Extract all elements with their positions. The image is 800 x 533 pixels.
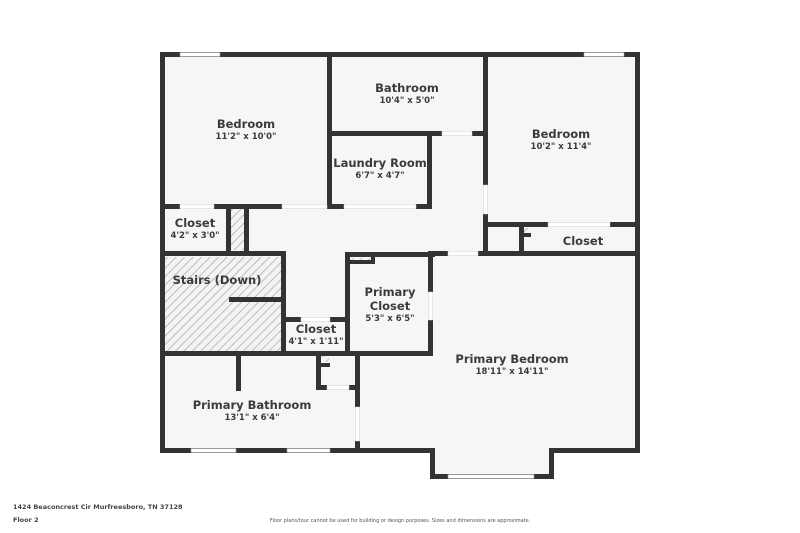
- room-name: Stairs (Down): [172, 273, 262, 287]
- room-dimensions: 4'2" x 3'0": [170, 231, 220, 241]
- windows: [179, 52, 625, 479]
- disclaimer: Floor plans/tour cannot be used for buil…: [269, 518, 531, 524]
- door-openings: [179, 131, 611, 442]
- room-name: Closet: [295, 322, 337, 336]
- room-closet-ne: Closet: [563, 234, 603, 248]
- room-primary-closet: Primary Closet 5'3" x 6'5": [365, 285, 416, 325]
- room-name: Primary Bathroom: [192, 398, 312, 412]
- room-dimensions: 10'4" x 5'0": [379, 96, 435, 106]
- room-primary-bedroom: Primary Bedroom 18'11" x 14'11": [455, 352, 568, 378]
- room-name: Closet: [369, 299, 411, 313]
- room-closet-small: Closet 4'1" x 1'11": [288, 322, 343, 348]
- room-dimensions: 5'3" x 6'5": [365, 314, 415, 324]
- room-bathroom: Bathroom 10'4" x 5'0": [375, 81, 439, 107]
- room-stairs: Stairs (Down): [173, 273, 262, 287]
- room-name: Bedroom: [531, 127, 591, 141]
- room-bedroom-ne: Bedroom 10'2" x 11'4": [531, 127, 592, 153]
- room-dimensions: 10'2" x 11'4": [530, 142, 592, 152]
- room-laundry: Laundry Room 6'7" x 4'7": [333, 156, 427, 182]
- room-dimensions: 4'1" x 1'11": [288, 337, 344, 347]
- room-name: Laundry Room: [333, 156, 427, 170]
- room-name: Primary Bedroom: [455, 352, 569, 366]
- room-name: Closet: [174, 216, 216, 230]
- room-closet-w: Closet 4'2" x 3'0": [170, 216, 219, 242]
- room-name: Closet: [562, 234, 604, 248]
- room-primary-bathroom: Primary Bathroom 13'1" x 6'4": [193, 398, 312, 424]
- stairs-hatch: [165, 209, 530, 362]
- room-dimensions: 6'7" x 4'7": [355, 171, 405, 181]
- room-name: Primary: [364, 285, 416, 299]
- room-dimensions: 18'11" x 14'11": [475, 367, 549, 377]
- room-name: Bedroom: [216, 117, 276, 131]
- room-bedroom-nw: Bedroom 11'2" x 10'0": [216, 117, 277, 143]
- room-dimensions: 11'2" x 10'0": [215, 132, 277, 142]
- property-address: 1424 Beaconcrest Cir Murfreesboro, TN 37…: [13, 503, 183, 511]
- room-name: Bathroom: [375, 81, 439, 95]
- floor-label: Floor 2: [13, 516, 39, 524]
- room-dimensions: 13'1" x 6'4": [224, 413, 280, 423]
